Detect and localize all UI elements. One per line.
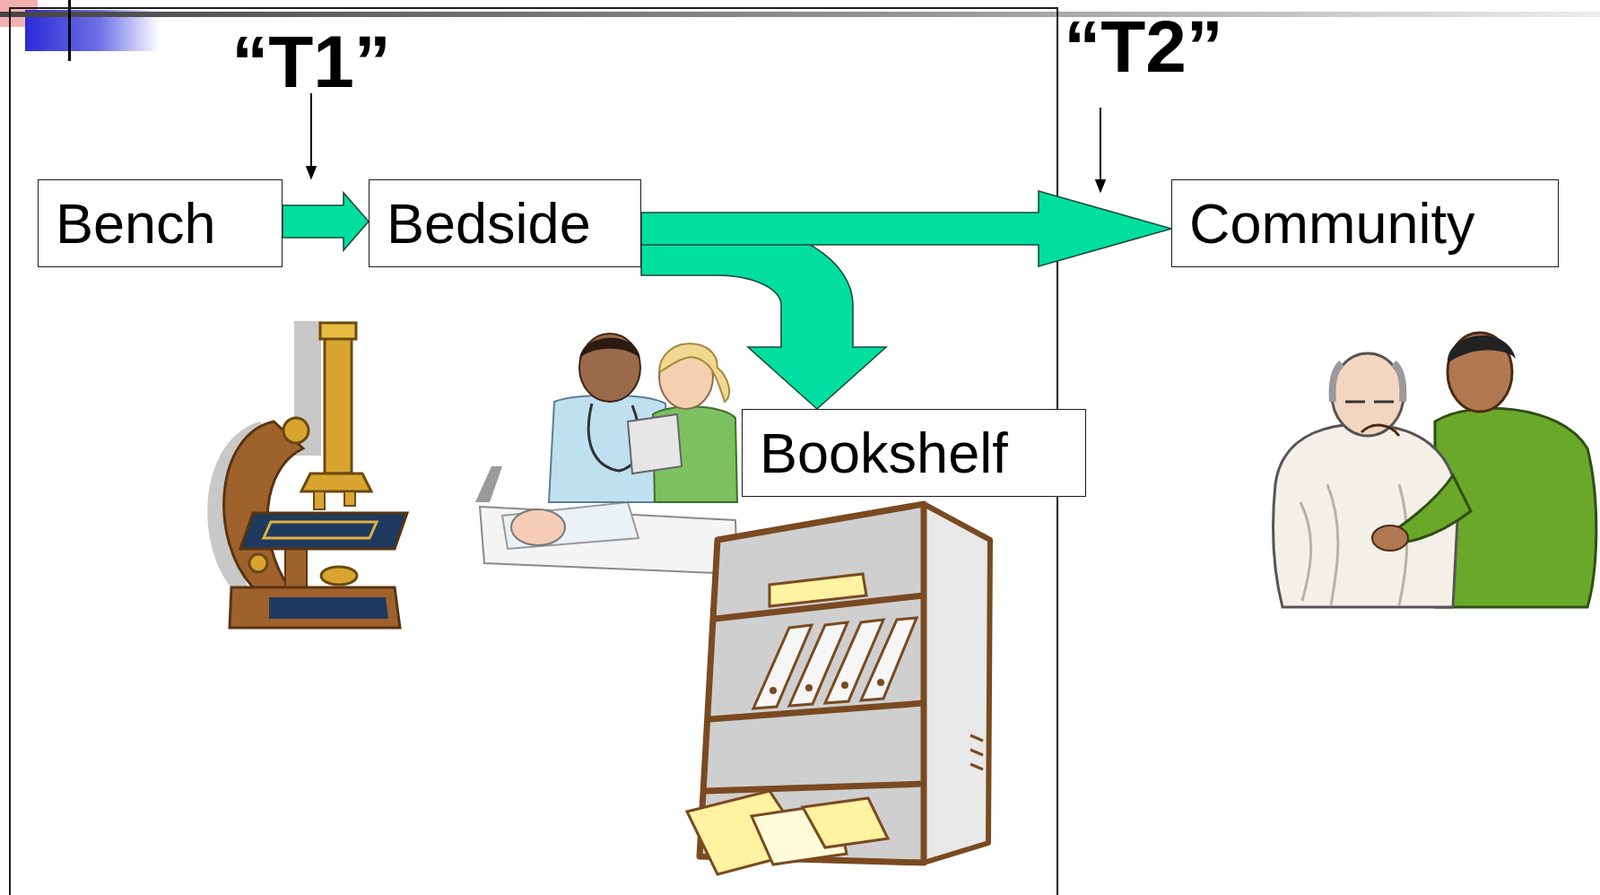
doctor-hair [579,338,641,359]
bookshelf-illustration [686,504,991,875]
microscope-knob [249,554,268,573]
microscope-knob [321,566,357,585]
leader-arrow [310,93,313,179]
binder [860,617,917,701]
box-label: Bookshelf [759,425,1086,482]
process-box: Bookshelf [741,408,1087,497]
hand-on-shoulder [1361,425,1400,436]
older-man-head [1331,353,1404,436]
process-box: Bedside [368,179,642,268]
microscope-stage [240,513,408,549]
cabinet-box [769,573,867,607]
glasses [1345,400,1394,404]
leader-arrow [1099,107,1102,192]
younger-man-hair [1447,335,1516,364]
cabinet-vent [970,764,983,770]
older-man-hair [1332,363,1404,402]
cabinet-side [923,504,991,863]
block-arrow [641,222,887,409]
binder-ring [877,678,885,687]
microscope-tube [324,333,352,474]
clipboard [627,414,682,474]
cabinet-vent [970,735,983,741]
title-rule [0,11,1600,18]
bed-rail [475,466,503,503]
block-arrow [282,192,369,251]
block-arrow [641,191,1172,267]
stage-label: “T1” [231,25,392,99]
nurse-hair [659,343,730,402]
microscope-base [269,597,389,619]
microscope-knob [283,417,309,444]
process-box: Bench [37,179,283,268]
process-box: Community [1171,179,1559,268]
binder-ring [841,681,849,689]
community-illustration [1273,332,1597,608]
microscope-nosepiece [301,473,372,492]
box-label: Bedside [386,195,641,253]
cabinet-vent [970,749,983,756]
microscope-objective [313,491,325,510]
box-label: Community [1189,195,1558,253]
microscope-stage [263,521,377,539]
microscope-illustration [207,321,408,628]
connector-layer [282,191,1172,409]
doctors-illustration [475,333,738,574]
stage-label: “T2” [1063,9,1224,84]
microscope-objective [344,491,356,506]
leader-arrows [311,93,1101,192]
patient-body [502,502,639,549]
loose-paper [802,798,888,848]
box-label: Bench [55,195,282,253]
cabinet-shelf [709,703,924,720]
doctor-head [579,333,641,402]
microscope-pillar [285,543,307,591]
cabinet-shelf [704,783,924,792]
microscope-eyepiece [320,322,357,340]
hand [1372,525,1409,551]
binder-ring [769,686,777,695]
patient-head [511,509,566,546]
microscope-base [229,587,400,628]
binder-ring [805,684,813,692]
corner-cross [68,0,71,61]
